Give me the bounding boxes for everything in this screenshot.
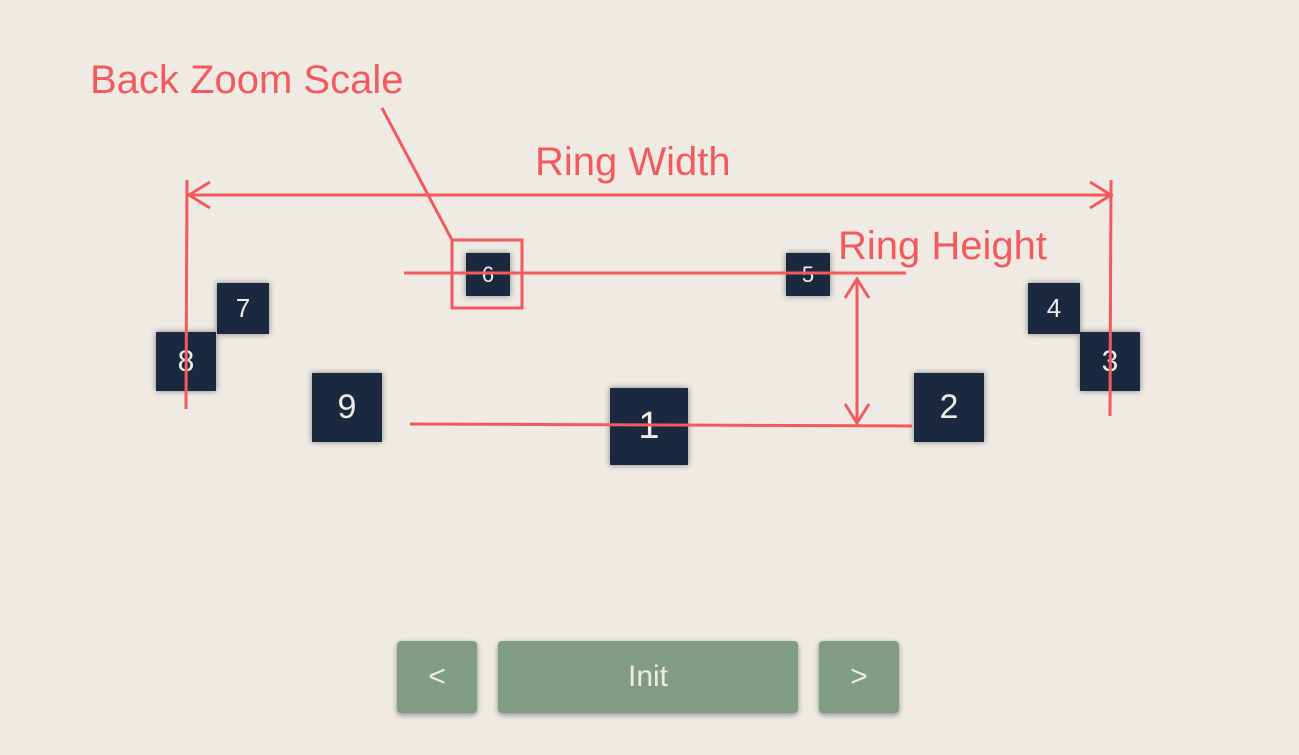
back-zoom-pointer [380, 107, 454, 241]
ring-height-label: Ring Height [838, 224, 1048, 268]
front-ring-line [409, 422, 913, 428]
ring-height-arrowhead-bottom [843, 403, 871, 426]
ring-height-arrowhead-top [843, 276, 871, 299]
init-button[interactable]: Init [498, 641, 798, 713]
ring-width-right-extent [1108, 179, 1113, 417]
card-7[interactable]: 7 [217, 283, 269, 334]
next-button[interactable]: > [819, 641, 899, 713]
back-zoom-scale-label: Back Zoom Scale [90, 58, 404, 102]
ring-width-label: Ring Width [535, 140, 731, 184]
card-9[interactable]: 9 [312, 373, 382, 442]
previous-button[interactable]: < [397, 641, 477, 713]
ring-width-left-extent [184, 179, 189, 410]
card-4[interactable]: 4 [1028, 283, 1080, 334]
card-2[interactable]: 2 [914, 373, 984, 442]
card-1[interactable]: 1 [610, 388, 688, 465]
ring-width-arrowhead-left [186, 180, 211, 210]
